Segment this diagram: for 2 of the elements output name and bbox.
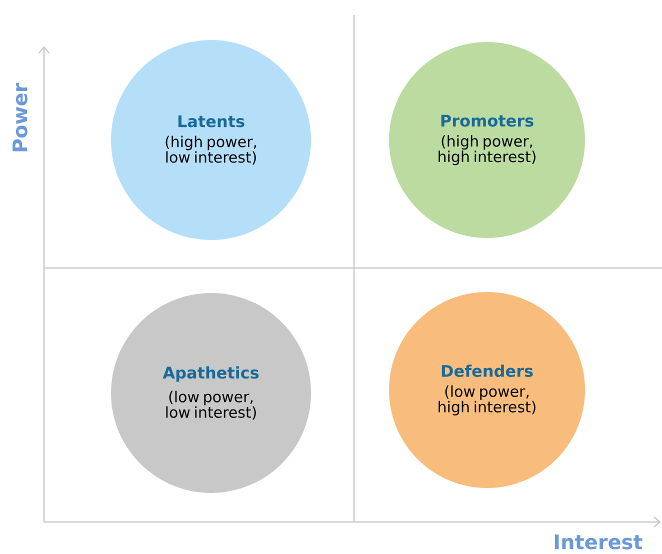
axis-label: Power (12, 82, 28, 152)
axis-label: Interest (554, 534, 642, 550)
